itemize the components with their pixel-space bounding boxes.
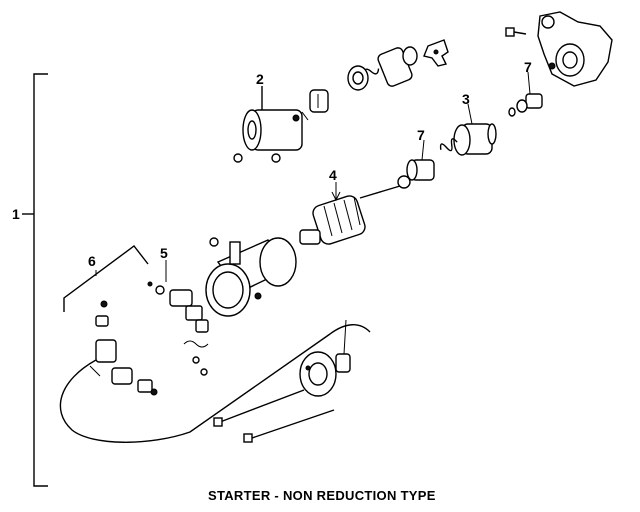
brush-holder bbox=[147, 260, 209, 376]
plunger-spring-set bbox=[309, 46, 418, 113]
bushing-upper bbox=[508, 71, 543, 117]
field-frame bbox=[205, 237, 297, 317]
drive-housing bbox=[537, 11, 613, 87]
overrunning-clutch bbox=[439, 103, 497, 156]
brush-set-bracket bbox=[63, 245, 149, 312]
assembly-bracket bbox=[22, 73, 48, 487]
commutator-end-frame bbox=[299, 319, 351, 397]
through-bolt-top bbox=[505, 27, 527, 37]
diagram-caption: STARTER - NON REDUCTION TYPE bbox=[208, 488, 436, 503]
bushing-middle bbox=[397, 139, 435, 189]
callout-labels: 1 2 3 4 5 6 7 7 bbox=[12, 59, 532, 269]
callout-1: 1 bbox=[12, 206, 20, 222]
through-bolts bbox=[213, 389, 335, 443]
callout-7-upper: 7 bbox=[524, 59, 532, 75]
callout-7-middle: 7 bbox=[417, 127, 425, 143]
armature bbox=[299, 182, 401, 245]
callout-5: 5 bbox=[160, 245, 168, 261]
shift-lever bbox=[423, 39, 449, 67]
solenoid bbox=[233, 86, 309, 163]
callout-6: 6 bbox=[88, 253, 96, 269]
callout-4: 4 bbox=[329, 167, 337, 183]
brush-terminals bbox=[89, 300, 158, 396]
callout-2: 2 bbox=[256, 71, 264, 87]
callout-3: 3 bbox=[462, 91, 470, 107]
